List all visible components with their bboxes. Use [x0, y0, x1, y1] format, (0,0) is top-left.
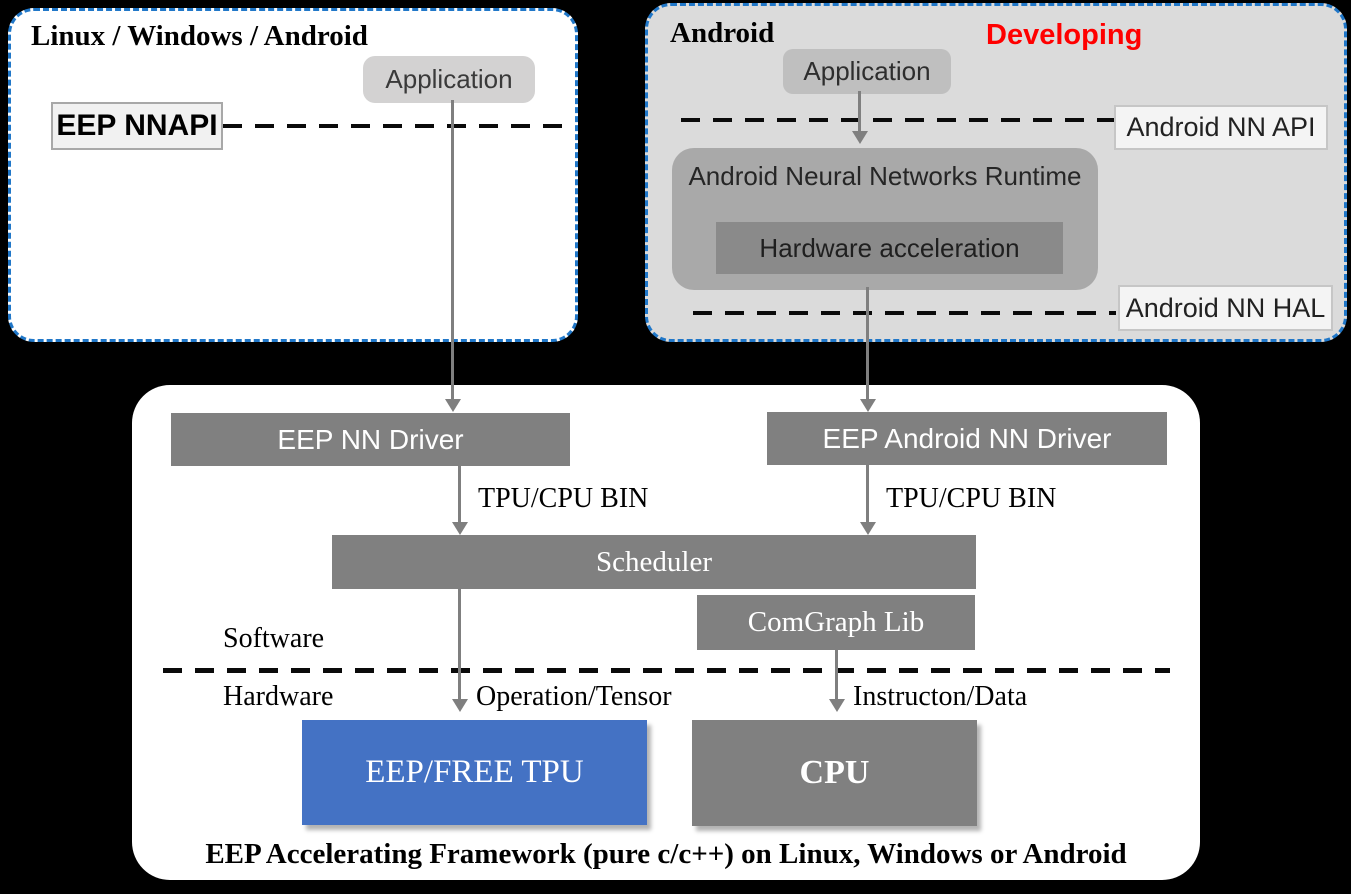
arrow-android-app-to-runtime [851, 91, 868, 144]
cpu-box: CPU [692, 720, 977, 826]
arrow-comgraph-to-cpu [828, 650, 845, 712]
comgraph-lib-box: ComGraph Lib [697, 595, 975, 650]
framework-caption: EEP Accelerating Framework (pure c/c++) … [205, 838, 1127, 870]
operation-tensor-label: Operation/Tensor [476, 681, 672, 712]
nnapi-dashed-line [223, 124, 573, 128]
eep-nn-driver-box: EEP NN Driver [171, 413, 570, 466]
arrow-android-driver-to-scheduler [859, 465, 876, 535]
arrowhead-icon [451, 522, 468, 535]
android-nn-api-box: Android NN API [1114, 105, 1328, 150]
instructon-data-label: Instructon/Data [853, 681, 1028, 712]
scheduler-box: Scheduler [332, 535, 976, 589]
software-hardware-dashed-line [163, 668, 1170, 673]
arrowhead-icon [859, 399, 876, 412]
developing-label: Developing [986, 19, 1143, 51]
application-box-linux: Application [363, 56, 535, 103]
arrowhead-icon [828, 699, 845, 712]
eep-nnapi-box: EEP NNAPI [51, 102, 223, 150]
hardware-label: Hardware [223, 681, 334, 712]
nn-api-dashed-line [681, 118, 1114, 122]
hardware-acceleration-box: Hardware acceleration [716, 222, 1063, 274]
panel-linux-title: Linux / Windows / Android [31, 20, 368, 52]
nn-hal-dashed-line [693, 311, 1116, 315]
software-label: Software [223, 623, 325, 654]
arrow-linux-app-to-eep-nn-driver [444, 100, 461, 412]
panel-android: Android Developing Application Android N… [645, 3, 1347, 342]
eep-android-nn-driver-box: EEP Android NN Driver [767, 412, 1167, 465]
panel-android-title: Android [670, 17, 775, 49]
arrow-nn-driver-to-scheduler [451, 466, 468, 535]
tpu-cpu-bin-label-right: TPU/CPU BIN [886, 483, 1057, 514]
arrowhead-icon [851, 131, 868, 144]
application-box-android: Application [783, 49, 951, 94]
android-nn-hal-box: Android NN HAL [1118, 285, 1333, 331]
arrowhead-icon [451, 699, 468, 712]
arrowhead-icon [444, 399, 461, 412]
eep-free-tpu-box: EEP/FREE TPU [302, 720, 647, 825]
arrow-scheduler-to-tpu [451, 589, 468, 712]
tpu-cpu-bin-label-left: TPU/CPU BIN [478, 483, 649, 514]
arrow-runtime-to-eep-android-nn-driver [859, 287, 876, 412]
panel-eep-framework: EEP NN Driver EEP Android NN Driver Sche… [132, 385, 1200, 880]
panel-linux-windows-android: Linux / Windows / Android Application EE… [8, 8, 578, 342]
arrowhead-icon [859, 522, 876, 535]
